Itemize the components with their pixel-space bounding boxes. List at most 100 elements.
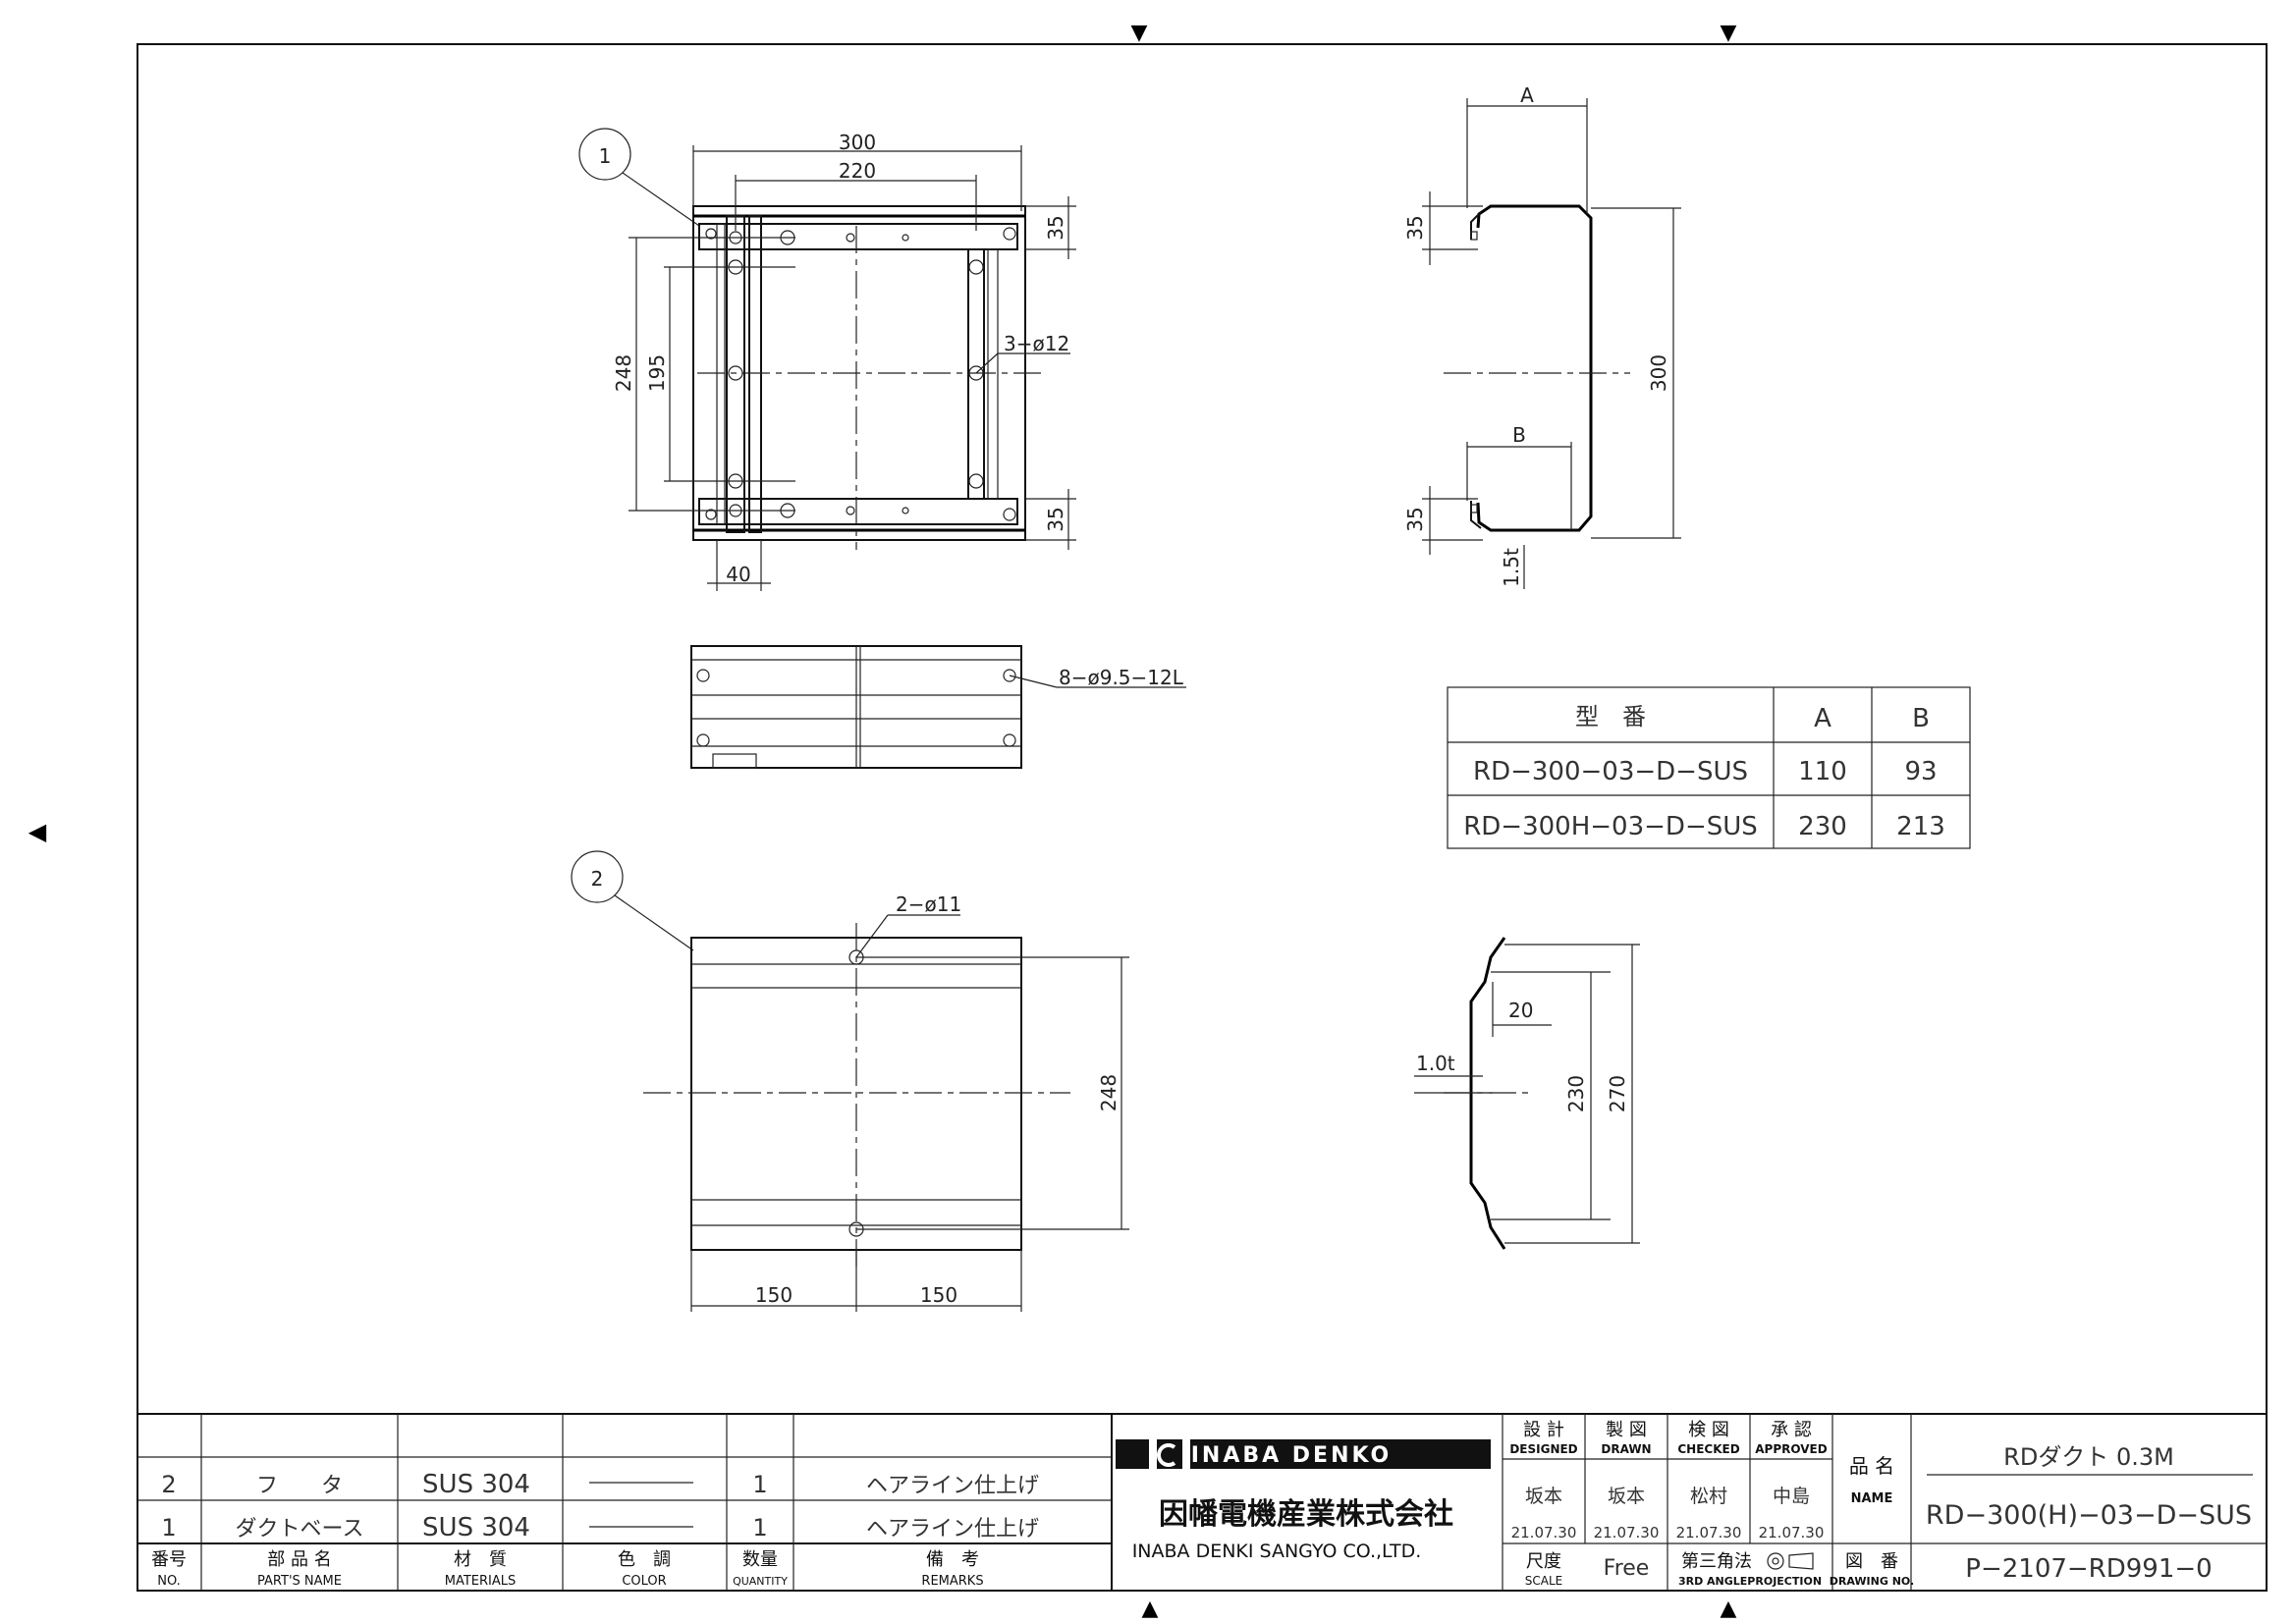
part2-dim-150-left: 150: [755, 1283, 793, 1307]
center-marker-top-right: ▼: [1721, 21, 1737, 45]
center-marker-bottom-left: ▲: [1142, 1596, 1159, 1621]
bom-header-no-en: NO.: [157, 1574, 181, 1589]
drawing-border: [137, 43, 2268, 1592]
designed-date: 21.07.30: [1511, 1524, 1577, 1542]
dim-300-width: 300: [839, 131, 876, 154]
bom-row1-no: 1: [161, 1514, 176, 1542]
drawn-by: 坂本: [1608, 1486, 1645, 1507]
approval-designed-en: DESIGNED: [1509, 1442, 1577, 1456]
model-table-header-model: 型 番: [1575, 703, 1646, 730]
projection-label-en: 3RD ANGLEPROJECTION: [1678, 1575, 1822, 1588]
bom-header-remarks-en: REMARKS: [921, 1574, 983, 1589]
section1-dim-35-top: 35: [1403, 215, 1427, 240]
bom-row2-material: SUS 304: [422, 1470, 530, 1499]
bom-header-remarks-jp: 備 考: [926, 1549, 979, 1570]
bom-header-quantity-en: QUANTITY: [733, 1575, 788, 1588]
part2-dim-150-right: 150: [920, 1283, 957, 1307]
bom-header-color-en: COLOR: [622, 1574, 666, 1589]
bom-row2-remarks: ヘアライン仕上げ: [866, 1474, 1039, 1498]
title-block: 2 フ タ SUS 304 1 ヘアライン仕上げ 1 ダクトベース SUS 30…: [137, 1413, 2267, 1591]
center-marker-left: ◀: [28, 818, 47, 845]
approval-checked-en: CHECKED: [1677, 1442, 1739, 1456]
model-table-row1-A: 110: [1798, 757, 1847, 786]
approval-drawn-en: DRAWN: [1601, 1442, 1651, 1456]
bom-header-material-jp: 材 質: [454, 1549, 507, 1570]
checked-date: 21.07.30: [1676, 1524, 1742, 1542]
drawing-no-label-en: DRAWING NO.: [1830, 1575, 1914, 1588]
bom-row1-remarks: ヘアライン仕上げ: [866, 1517, 1039, 1542]
drawing-no-label-jp: 図 番: [1845, 1551, 1898, 1572]
model-table-row2-B: 213: [1896, 812, 1945, 841]
model-table-header-A: A: [1814, 704, 1831, 733]
section1-dim-B: B: [1512, 423, 1526, 447]
approval-approved-jp: 承 認: [1771, 1420, 1812, 1440]
drawing-number: P−2107−RD991−0: [1965, 1554, 2212, 1584]
name-label-jp: 品 名: [1849, 1454, 1894, 1478]
section1-thickness: 1.5t: [1500, 548, 1523, 587]
model-table-row1-B: 93: [1904, 757, 1937, 786]
bom-header-no-jp: 番号: [151, 1549, 187, 1570]
product-name: RDダクト 0.3M: [2003, 1443, 2174, 1471]
model-table-header-B: B: [1912, 704, 1930, 733]
approval-drawn-jp: 製 図: [1606, 1420, 1647, 1440]
dim-3-holes: 3−ø12: [1004, 332, 1069, 355]
side-view-slots-label: 8−ø9.5−12L: [1059, 666, 1184, 689]
drawn-date: 21.07.30: [1594, 1524, 1660, 1542]
section2-dim-270: 270: [1606, 1075, 1629, 1112]
part2-plan-view: 2 248 2−ø11 150 150: [571, 850, 1129, 1312]
bom-header-material-en: MATERIALS: [445, 1574, 517, 1589]
model-table-row1-model: RD−300−03−D−SUS: [1473, 757, 1748, 786]
bom-header-color-jp: 色 調: [618, 1549, 671, 1570]
approval-designed-jp: 設 計: [1523, 1420, 1564, 1440]
model-table-row2-A: 230: [1798, 812, 1847, 841]
center-marker-bottom-right: ▲: [1721, 1596, 1737, 1621]
balloon-2: 2: [591, 867, 604, 891]
designed-by: 坂本: [1525, 1486, 1562, 1507]
part1-side-view: 8−ø9.5−12L: [690, 645, 1186, 769]
part2-holes-label: 2−ø11: [896, 893, 961, 916]
checked-by: 松村: [1690, 1486, 1727, 1507]
part1-plan-view: 1 300: [578, 128, 1076, 591]
bom-row2-part-name: フ タ: [256, 1474, 343, 1498]
name-label-en: NAME: [1851, 1491, 1893, 1506]
balloon-1: 1: [599, 144, 612, 168]
dim-195-height: 195: [645, 354, 669, 392]
third-angle-projection-icon: [1767, 1552, 1814, 1570]
bom-header-quantity-jp: 数量: [742, 1549, 778, 1570]
dim-35-top: 35: [1044, 215, 1067, 240]
bom-row1-part-name: ダクトベース: [236, 1517, 364, 1542]
model-table-row2-model: RD−300H−03−D−SUS: [1463, 812, 1758, 841]
projection-label-jp: 第三角法: [1681, 1551, 1752, 1572]
scale-label-jp: 尺度: [1526, 1551, 1561, 1572]
section-view-2: 230 270 20 1.0t: [1414, 937, 1640, 1250]
section-view-1: A B 35 35 300 1.5t: [1403, 83, 1681, 589]
section2-dim-20: 20: [1508, 999, 1533, 1022]
section1-dim-300: 300: [1647, 354, 1670, 392]
bom-row2-no: 2: [161, 1471, 176, 1498]
approved-by: 中島: [1773, 1486, 1810, 1507]
bom-row1-quantity: 1: [752, 1514, 767, 1542]
dim-40-width: 40: [726, 563, 750, 586]
company-name-jp: 因幡電機産業株式会社: [1159, 1497, 1453, 1532]
bom-row1-material: SUS 304: [422, 1513, 530, 1542]
company-logo: INABA DENKO: [1116, 1439, 1491, 1469]
center-marker-top-left: ▼: [1131, 21, 1148, 45]
product-model: RD−300(H)−03−D−SUS: [1926, 1500, 2252, 1531]
company-name-en: INABA DENKI SANGYO CO.,LTD.: [1132, 1541, 1422, 1562]
dim-35-bottom: 35: [1044, 507, 1067, 531]
section2-thickness: 1.0t: [1416, 1052, 1455, 1075]
approved-date: 21.07.30: [1759, 1524, 1825, 1542]
bom-header-part-en: PART'S NAME: [257, 1574, 342, 1589]
approval-checked-jp: 検 図: [1688, 1420, 1729, 1440]
section1-dim-A: A: [1520, 83, 1534, 107]
scale-label-en: SCALE: [1525, 1574, 1562, 1588]
bom-header-part-jp: 部 品 名: [267, 1549, 331, 1570]
company-logo-text: INABA DENKO: [1191, 1443, 1393, 1468]
model-table: 型 番 A B RD−300−03−D−SUS 110 93 RD−300H−0…: [1447, 686, 1971, 849]
section2-dim-230: 230: [1564, 1075, 1588, 1112]
scale-value: Free: [1604, 1556, 1650, 1581]
approval-approved-en: APPROVED: [1755, 1442, 1827, 1456]
part2-dim-248: 248: [1097, 1074, 1121, 1111]
dim-248-height: 248: [612, 354, 635, 392]
